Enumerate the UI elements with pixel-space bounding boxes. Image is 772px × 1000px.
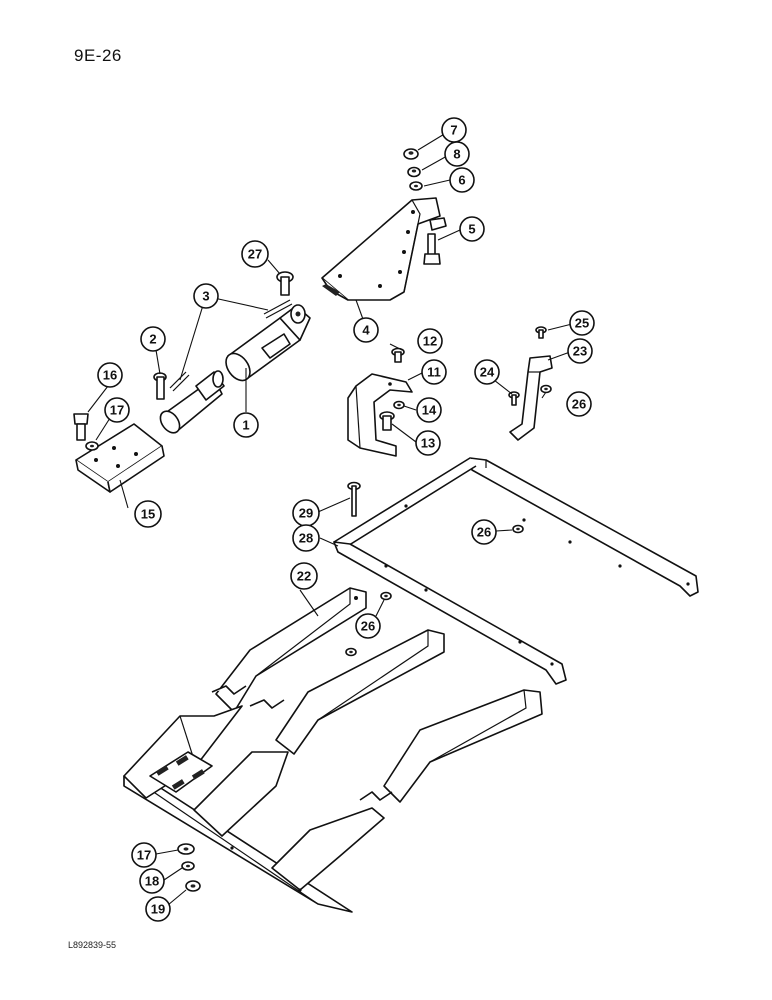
part-15-plate (75, 423, 165, 493)
svg-text:12: 12 (423, 334, 437, 349)
page-code: 9E-26 (74, 46, 122, 65)
callout-22: 22 (290, 562, 318, 590)
svg-text:25: 25 (575, 316, 589, 331)
svg-text:23: 23 (573, 344, 587, 359)
svg-text:27: 27 (248, 247, 262, 262)
callout-6: 6 (449, 167, 475, 193)
callout-4: 4 (353, 317, 379, 343)
part-24-bolt (508, 391, 520, 406)
callout-7: 7 (441, 117, 467, 143)
svg-text:22: 22 (297, 569, 311, 584)
part-23-strap (509, 355, 553, 441)
part-3-cotter-pin (169, 299, 293, 392)
callout-2: 2 (140, 326, 166, 352)
part-25-bolt (535, 326, 547, 339)
part-28-frame-angle (333, 457, 699, 685)
part-18-lockwasher (181, 861, 195, 871)
callout-26-strap: 26 (566, 391, 592, 417)
svg-text:1: 1 (242, 418, 249, 433)
part-26-nut-a (540, 384, 552, 394)
part-1-cylinder (225, 304, 311, 382)
callout-12: 12 (417, 328, 443, 354)
part-8-nut (407, 166, 421, 178)
svg-text:19: 19 (151, 902, 165, 917)
part-12-bolt (391, 347, 405, 363)
svg-text:11: 11 (427, 365, 441, 380)
callout-8: 8 (444, 141, 470, 167)
svg-text:18: 18 (145, 874, 159, 889)
part-11-bracket (347, 373, 413, 457)
part-19-nut (185, 880, 201, 892)
svg-text:3: 3 (202, 289, 209, 304)
svg-text:2: 2 (149, 332, 156, 347)
svg-text:5: 5 (468, 222, 475, 237)
svg-text:26: 26 (477, 525, 491, 540)
svg-text:7: 7 (450, 123, 457, 138)
callout-1: 1 (233, 412, 259, 438)
svg-text:17: 17 (137, 848, 151, 863)
part-7-nut (403, 148, 419, 160)
part-29-bolt (347, 481, 361, 517)
callout-11: 11 (421, 359, 447, 385)
part-1-cylinder-rod-end (159, 370, 225, 434)
part-14-nut (393, 400, 405, 410)
svg-text:14: 14 (422, 403, 437, 418)
svg-text:26: 26 (572, 397, 586, 412)
part-22-skid-frame (123, 587, 543, 913)
callout-17-lower: 17 (131, 842, 157, 868)
callout-29: 29 (292, 499, 320, 527)
callout-14: 14 (416, 397, 442, 423)
part-26-nut-c (345, 591, 392, 657)
callout-16: 16 (97, 362, 123, 388)
part-17-washer-upper (85, 441, 99, 451)
part-5-bolt (423, 233, 441, 265)
part-2-pin (153, 372, 167, 400)
callout-18: 18 (139, 868, 165, 894)
callout-3: 3 (193, 283, 219, 309)
svg-text:24: 24 (480, 365, 495, 380)
callout-28: 28 (292, 524, 320, 552)
callout-13: 13 (415, 430, 441, 456)
callout-26-skid: 26 (355, 613, 381, 639)
callout-19: 19 (145, 896, 171, 922)
svg-text:28: 28 (299, 531, 313, 546)
callout-23: 23 (567, 338, 593, 364)
part-6-washer (409, 181, 423, 191)
part-26-nut-b (512, 524, 524, 534)
svg-text:26: 26 (361, 619, 375, 634)
svg-text:16: 16 (103, 368, 117, 383)
callout-27: 27 (241, 240, 269, 268)
svg-text:13: 13 (421, 436, 435, 451)
callout-25: 25 (569, 310, 595, 336)
svg-text:4: 4 (362, 323, 370, 338)
svg-text:17: 17 (110, 403, 124, 418)
part-4-mounting-plate (321, 197, 447, 301)
svg-text:6: 6 (458, 173, 465, 188)
callout-5: 5 (459, 216, 485, 242)
callout-15: 15 (134, 500, 162, 528)
svg-text:8: 8 (453, 147, 460, 162)
callout-17: 17 (104, 397, 130, 423)
leader-lines (87, 132, 573, 906)
callout-26-frame: 26 (471, 519, 497, 545)
part-16-bolt (73, 413, 89, 441)
part-27-pin (276, 271, 294, 296)
callout-24: 24 (474, 359, 500, 385)
svg-text:15: 15 (141, 507, 155, 522)
drawing-reference: L892839-55 (68, 940, 117, 950)
part-13-bolt (379, 411, 395, 431)
svg-text:29: 29 (299, 506, 313, 521)
part-17-washer-lower (177, 843, 195, 855)
